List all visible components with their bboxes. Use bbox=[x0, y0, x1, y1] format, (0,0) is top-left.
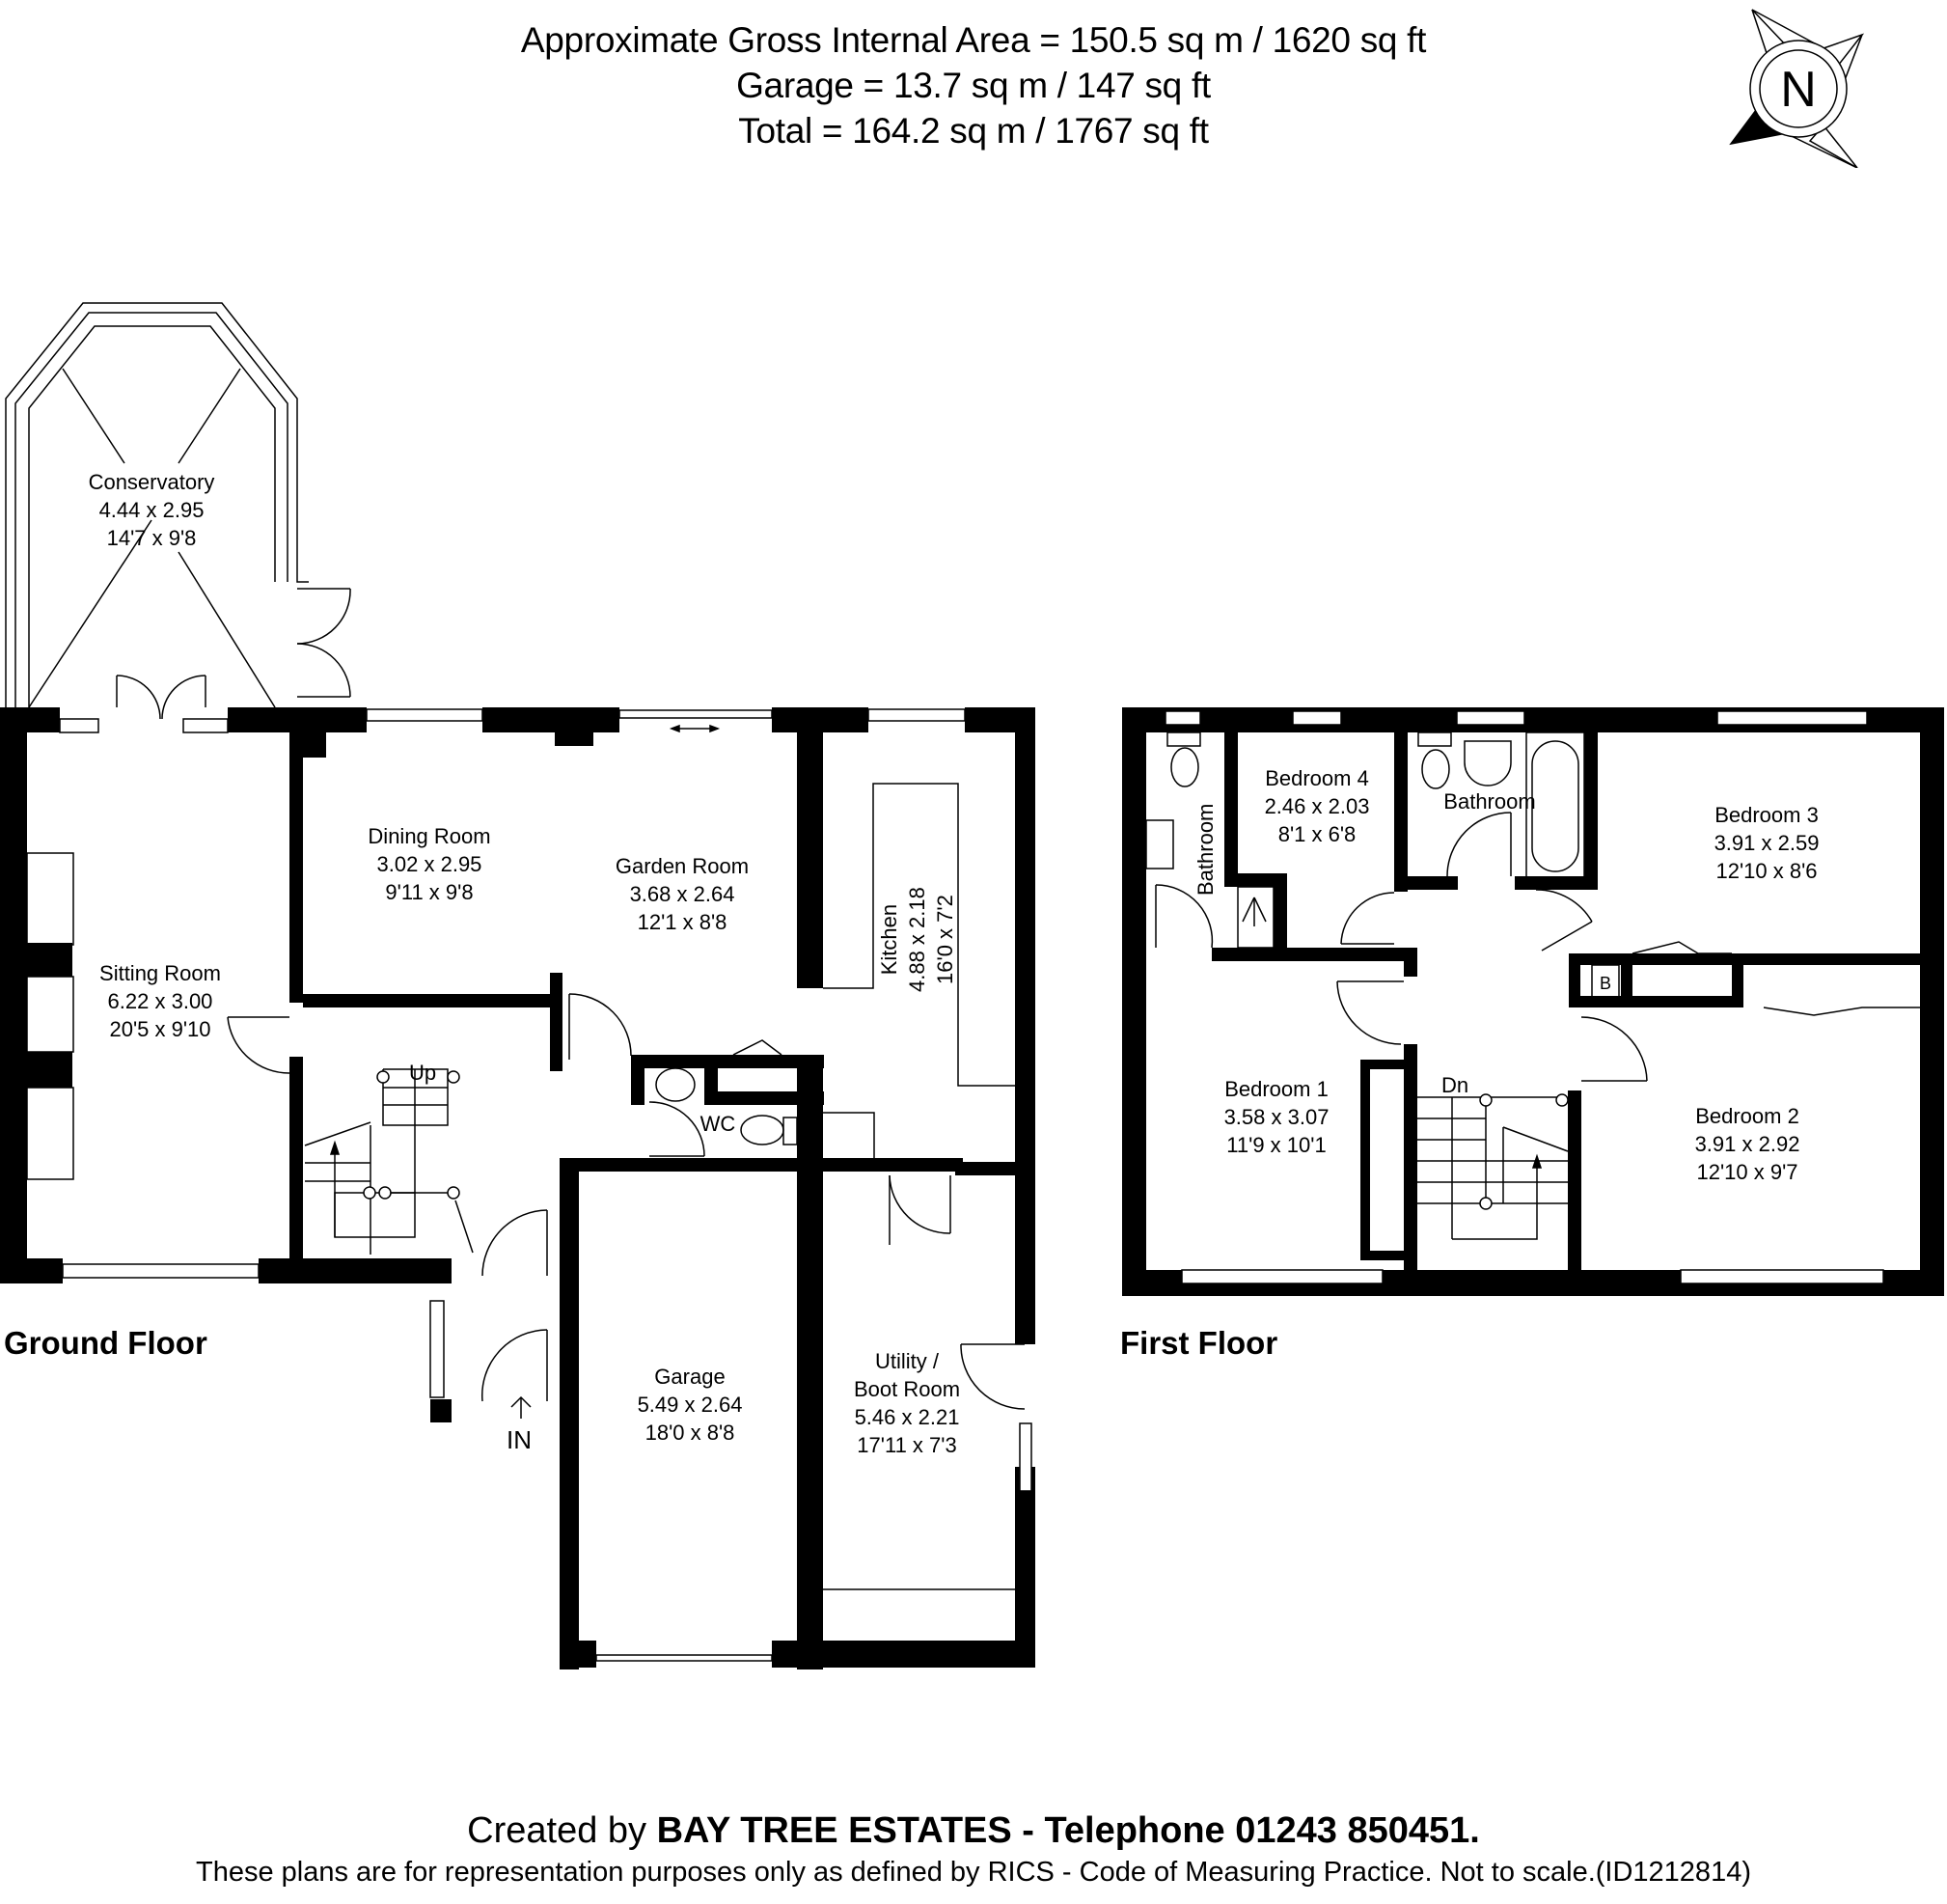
room-name: Kitchen bbox=[877, 903, 901, 976]
gross-internal-area: Approximate Gross Internal Area = 150.5 … bbox=[520, 20, 1427, 60]
room-size-imperial: 12'1 x 8'8 bbox=[637, 910, 727, 934]
room-size-metric: 2.46 x 2.03 bbox=[1264, 794, 1370, 818]
room-label-bedroom-4: Bedroom 4 2.46 x 2.03 8'1 x 6'8 bbox=[1265, 764, 1370, 848]
room-size-imperial: 12'10 x 9'7 bbox=[1696, 1160, 1798, 1184]
first-floor-title: First Floor bbox=[1120, 1325, 1278, 1361]
room-size-imperial: 17'11 x 7'3 bbox=[857, 1433, 957, 1457]
created-by-prefix: Created by bbox=[467, 1810, 647, 1851]
room-size-metric: 3.91 x 2.59 bbox=[1714, 831, 1820, 855]
created-by-line: Created by BAY TREE ESTATES - Telephone … bbox=[0, 1810, 1947, 1852]
room-size-metric: 6.22 x 3.00 bbox=[107, 989, 213, 1013]
ensuite-bathroom-label: Bathroom bbox=[1193, 803, 1218, 896]
room-label-conservatory: Conservatory 4.44 x 2.95 14'7 x 9'8 bbox=[89, 468, 215, 552]
north-compass-icon: N bbox=[1727, 4, 1872, 169]
stairs-up-label: Up bbox=[408, 1061, 437, 1085]
room-name: Utility / bbox=[875, 1349, 939, 1373]
room-size-metric: 4.88 x 2.18 bbox=[905, 887, 929, 992]
ground-floor-fixtures bbox=[26, 724, 1026, 1590]
room-label-kitchen: Kitchen 4.88 x 2.18 16'0 x 7'2 bbox=[875, 887, 959, 992]
disclaimer: These plans are for representation purpo… bbox=[196, 1857, 1751, 1888]
room-name: Garage bbox=[654, 1365, 726, 1389]
total-area: Total = 164.2 sq m / 1767 sq ft bbox=[738, 111, 1209, 151]
ground-floor-title: Ground Floor bbox=[4, 1325, 207, 1361]
wc-label: WC bbox=[699, 1112, 736, 1136]
boiler-label: B bbox=[1599, 974, 1612, 993]
room-size-imperial: 20'5 x 9'10 bbox=[109, 1017, 211, 1041]
room-name: Sitting Room bbox=[99, 961, 221, 985]
room-name: Dining Room bbox=[368, 824, 491, 848]
ground-floor-walls bbox=[0, 707, 1035, 1669]
room-name: Bedroom 1 bbox=[1224, 1077, 1329, 1101]
room-name: Bedroom 4 bbox=[1265, 766, 1369, 790]
room-size-imperial: 12'10 x 8'6 bbox=[1715, 859, 1818, 883]
room-label-dining-room: Dining Room 3.02 x 2.95 9'11 x 9'8 bbox=[368, 822, 490, 906]
room-name-line2: Boot Room bbox=[853, 1377, 961, 1401]
room-label-bedroom-3: Bedroom 3 3.91 x 2.59 12'10 x 8'6 bbox=[1714, 801, 1820, 885]
room-size-imperial: 16'0 x 7'2 bbox=[933, 895, 957, 984]
room-size-metric: 5.46 x 2.21 bbox=[854, 1405, 960, 1429]
room-label-bedroom-2: Bedroom 2 3.91 x 2.92 12'10 x 9'7 bbox=[1695, 1102, 1800, 1186]
room-label-bedroom-1: Bedroom 1 3.58 x 3.07 11'9 x 10'1 bbox=[1224, 1075, 1330, 1159]
bathroom-label: Bathroom bbox=[1443, 789, 1536, 814]
room-size-imperial: 18'0 x 8'8 bbox=[644, 1421, 735, 1445]
room-size-metric: 4.44 x 2.95 bbox=[98, 498, 205, 522]
area-summary: Approximate Gross Internal Area = 150.5 … bbox=[0, 17, 1947, 153]
room-size-imperial: 14'7 x 9'8 bbox=[106, 526, 197, 550]
entrance-label: IN bbox=[507, 1425, 532, 1454]
ground-floor-windows bbox=[59, 708, 1032, 1662]
first-floor-fixtures bbox=[1145, 731, 1920, 1251]
first-floor-windows bbox=[1165, 710, 1884, 1284]
stairs-down-label: Dn bbox=[1440, 1073, 1469, 1097]
room-size-imperial: 11'9 x 10'1 bbox=[1226, 1133, 1327, 1157]
room-size-metric: 3.91 x 2.92 bbox=[1694, 1132, 1800, 1156]
room-size-metric: 5.49 x 2.64 bbox=[637, 1393, 743, 1417]
room-size-imperial: 8'1 x 6'8 bbox=[1277, 822, 1357, 846]
room-name: Garden Room bbox=[615, 854, 750, 878]
room-size-imperial: 9'11 x 9'8 bbox=[385, 880, 474, 904]
room-size-metric: 3.02 x 2.95 bbox=[376, 852, 482, 876]
room-name: Bedroom 3 bbox=[1714, 803, 1819, 827]
room-label-utility-boot-room: Utility / Boot Room 5.46 x 2.21 17'11 x … bbox=[854, 1347, 960, 1459]
room-label-sitting-room: Sitting Room 6.22 x 3.00 20'5 x 9'10 bbox=[99, 959, 221, 1043]
company-contact: BAY TREE ESTATES - Telephone 01243 85045… bbox=[656, 1810, 1480, 1851]
room-name: Bedroom 2 bbox=[1695, 1104, 1799, 1128]
room-size-metric: 3.58 x 3.07 bbox=[1223, 1105, 1330, 1129]
conservatory-frame bbox=[5, 302, 351, 720]
room-size-metric: 3.68 x 2.64 bbox=[629, 882, 735, 906]
garage-area: Garage = 13.7 sq m / 147 sq ft bbox=[736, 66, 1211, 105]
room-label-garage: Garage 5.49 x 2.64 18'0 x 8'8 bbox=[638, 1363, 743, 1447]
svg-text:N: N bbox=[1780, 62, 1817, 118]
room-name: Conservatory bbox=[88, 470, 215, 494]
room-label-garden-room: Garden Room 3.68 x 2.64 12'1 x 8'8 bbox=[616, 852, 749, 936]
